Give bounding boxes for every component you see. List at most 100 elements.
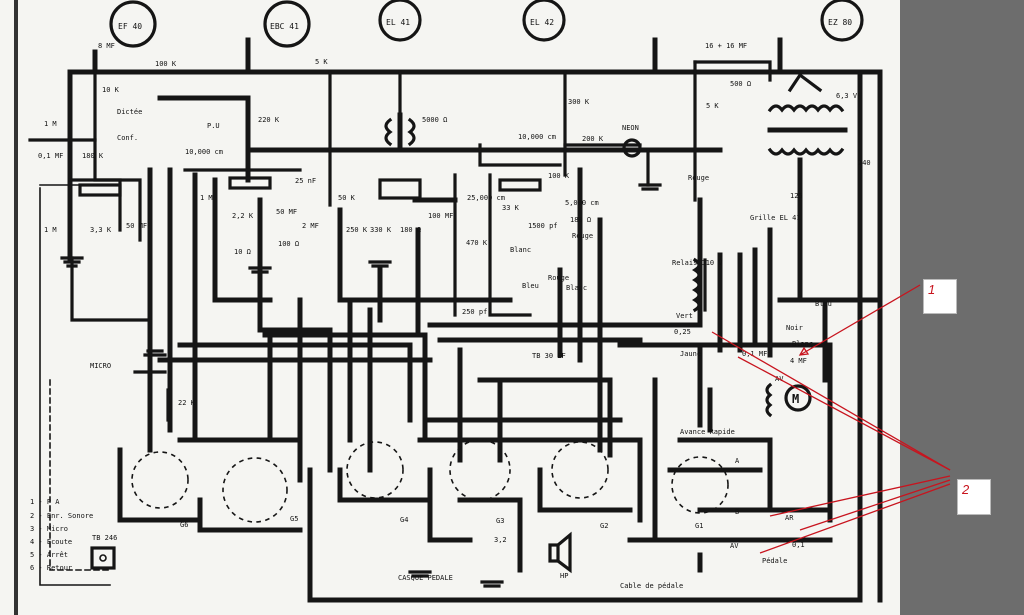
svg-text:1 M: 1 M xyxy=(200,194,213,202)
svg-text:Conf.: Conf. xyxy=(117,134,138,142)
legend-item: 5 - Arrêt xyxy=(30,551,68,559)
svg-text:200 K: 200 K xyxy=(582,135,604,143)
relay-coil xyxy=(691,257,707,313)
loudspeaker xyxy=(548,531,572,574)
svg-text:33 K: 33 K xyxy=(502,204,520,212)
svg-text:6,3 V: 6,3 V xyxy=(836,92,858,100)
svg-text:3,2: 3,2 xyxy=(494,536,507,544)
output-transformer xyxy=(384,112,416,148)
svg-text:EF 40: EF 40 xyxy=(118,22,142,31)
svg-text:300 K: 300 K xyxy=(568,98,590,106)
svg-text:NEON: NEON xyxy=(622,124,639,132)
svg-text:EL 41: EL 41 xyxy=(386,18,410,27)
svg-text:Vert: Vert xyxy=(676,312,693,320)
component-labels: 8 MF 100 K 5 K 16 + 16 MF 10 K Dictée Co… xyxy=(38,42,871,590)
tube-sockets: EF 40 EBC 41 EL 41 EL 42 EZ 80 xyxy=(109,0,864,48)
tube-ez80: EZ 80 xyxy=(820,0,864,42)
svg-text:5,000 cm: 5,000 cm xyxy=(565,199,599,207)
svg-text:Blanc: Blanc xyxy=(510,246,531,254)
svg-text:22 K: 22 K xyxy=(178,399,196,407)
svg-text:25,000 cm: 25,000 cm xyxy=(467,194,505,202)
svg-text:180 Ω: 180 Ω xyxy=(400,226,421,234)
paper-edge xyxy=(14,0,18,615)
svg-text:0,25: 0,25 xyxy=(674,328,691,336)
svg-text:Dictée: Dictée xyxy=(117,108,142,116)
svg-text:EBC 41: EBC 41 xyxy=(270,22,299,31)
svg-text:Blanc: Blanc xyxy=(792,340,813,348)
svg-text:5 K: 5 K xyxy=(706,102,719,110)
svg-text:250 pf: 250 pf xyxy=(462,308,487,316)
legend-item: 1 - P A xyxy=(30,498,60,506)
svg-text:240: 240 xyxy=(858,159,871,167)
tube-ebc41: EBC 41 xyxy=(263,0,311,48)
annotation-arrows xyxy=(711,284,951,554)
shielded-cable xyxy=(49,379,111,571)
svg-text:5000 Ω: 5000 Ω xyxy=(422,116,447,124)
svg-text:10,000 cm: 10,000 cm xyxy=(518,133,556,141)
svg-text:M: M xyxy=(792,392,799,406)
svg-text:Rouge: Rouge xyxy=(688,174,709,182)
svg-text:EZ 80: EZ 80 xyxy=(828,18,852,27)
svg-text:16 + 16 MF: 16 + 16 MF xyxy=(705,42,747,50)
svg-text:1500 pf: 1500 pf xyxy=(528,222,558,230)
svg-text:100 Ω: 100 Ω xyxy=(278,240,299,248)
tube-ef40: EF 40 xyxy=(109,0,157,48)
svg-text:10 Ω: 10 Ω xyxy=(234,248,251,256)
svg-text:0,1 MF: 0,1 MF xyxy=(742,350,767,358)
svg-text:125: 125 xyxy=(790,192,803,200)
svg-text:Bleu: Bleu xyxy=(815,300,832,308)
svg-text:TB 30 EF: TB 30 EF xyxy=(532,352,566,360)
callout-2: 2 xyxy=(957,479,991,515)
tube-stages xyxy=(78,176,542,200)
svg-text:AV: AV xyxy=(730,542,739,550)
svg-text:10,000 cm: 10,000 cm xyxy=(185,148,223,156)
svg-text:G6: G6 xyxy=(180,521,188,529)
svg-text:220 K: 220 K xyxy=(258,116,280,124)
svg-text:G4: G4 xyxy=(400,516,408,524)
svg-text:0,1: 0,1 xyxy=(792,541,805,549)
svg-text:Relais 110 V: Relais 110 V xyxy=(672,259,723,267)
callout-1: 1 xyxy=(923,279,957,314)
svg-text:A: A xyxy=(735,457,740,465)
svg-text:100 MF: 100 MF xyxy=(428,212,453,220)
svg-text:100 K: 100 K xyxy=(155,60,177,68)
svg-text:3,3 K: 3,3 K xyxy=(90,226,112,234)
svg-text:100 K: 100 K xyxy=(548,172,570,180)
callout-2-label: 2 xyxy=(962,482,970,497)
svg-text:EL 42: EL 42 xyxy=(530,18,554,27)
svg-text:50 K: 50 K xyxy=(338,194,356,202)
svg-text:Rouge: Rouge xyxy=(572,232,593,240)
svg-text:1 M: 1 M xyxy=(44,120,57,128)
svg-text:250 K: 250 K xyxy=(346,226,368,234)
svg-text:180 K: 180 K xyxy=(82,152,104,160)
svg-text:50 MF: 50 MF xyxy=(126,222,147,230)
svg-text:B: B xyxy=(735,508,739,516)
neon-lamp xyxy=(622,138,650,187)
legend-item: 6 - Retour xyxy=(30,564,72,572)
legend-item: 4 - Ecoute xyxy=(30,538,72,546)
svg-text:TB 246: TB 246 xyxy=(92,534,117,542)
tube-el41: EL 41 xyxy=(378,0,422,42)
switch-position-legend: 1 - P A 2 - Enr. Sonore 3 - Micro 4 - Ec… xyxy=(30,498,93,572)
svg-text:Avance Rapide: Avance Rapide xyxy=(680,428,735,436)
svg-text:180 Ω: 180 Ω xyxy=(570,216,591,224)
wiring xyxy=(28,37,883,603)
svg-text:Jaune: Jaune xyxy=(680,350,701,358)
svg-text:Pédale: Pédale xyxy=(762,557,787,565)
motor: M xyxy=(765,382,812,418)
svg-text:Grille EL 41: Grille EL 41 xyxy=(750,214,801,222)
ground-symbols xyxy=(60,183,662,588)
tube-el42: EL 42 xyxy=(522,0,566,42)
svg-text:50 MF: 50 MF xyxy=(276,208,297,216)
svg-text:2,2 K: 2,2 K xyxy=(232,212,254,220)
svg-text:1 M: 1 M xyxy=(44,226,57,234)
svg-text:8 MF: 8 MF xyxy=(98,42,115,50)
callout-1-label: 1 xyxy=(928,282,936,297)
selector-switches xyxy=(131,439,729,523)
svg-text:AR: AR xyxy=(785,514,794,522)
svg-text:25 nF: 25 nF xyxy=(295,177,316,185)
svg-text:G5: G5 xyxy=(290,515,298,523)
svg-text:G2: G2 xyxy=(600,522,608,530)
